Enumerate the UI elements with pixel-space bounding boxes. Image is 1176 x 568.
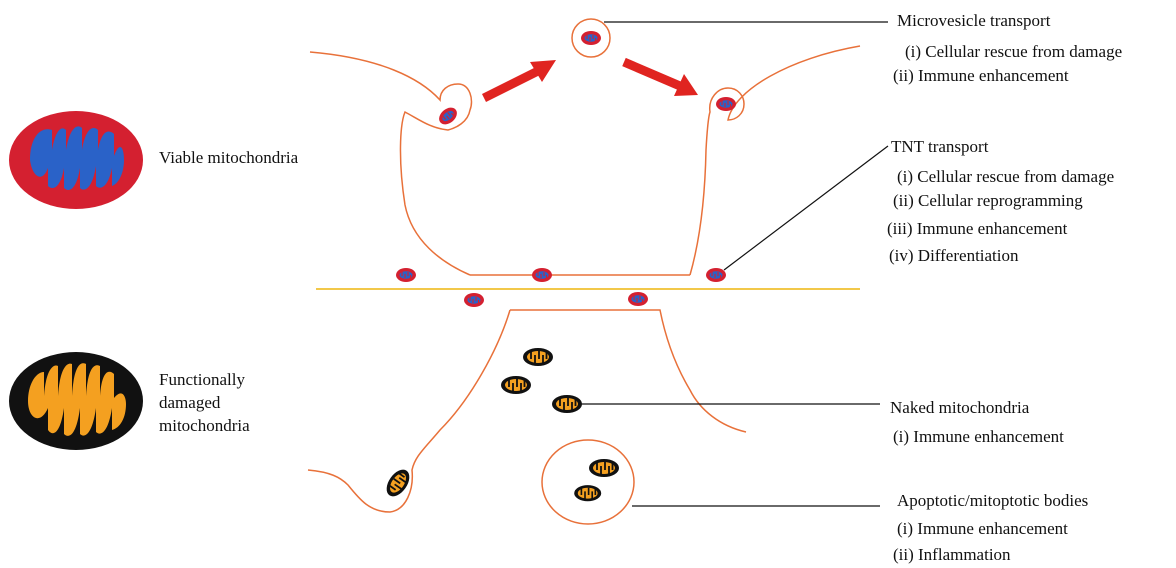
microvesicle-item: (ii) Immune enhancement (893, 66, 1069, 85)
upper-cell-membrane (309, 45, 861, 276)
apoptotic-title: Apoptotic/mitoptotic bodies (897, 491, 1089, 510)
viable-mitochondria-label: Viable mitochondria (159, 148, 299, 167)
viable-mitochondrion-icon (9, 111, 143, 209)
damaged-label-line: mitochondria (159, 416, 250, 435)
tnt-item: (i) Cellular rescue from damage (897, 167, 1115, 186)
lower-cell-membrane (307, 309, 747, 513)
vesicle-mitochondrion-right (715, 96, 737, 112)
tnt-mitochondrion (531, 267, 553, 283)
naked-mitochondrion (551, 394, 583, 414)
red-arrow-icon (622, 57, 698, 96)
apoptotic-item: (i) Immune enhancement (897, 519, 1068, 538)
tnt-mitochondrion (463, 292, 485, 308)
leader-lines (578, 21, 889, 507)
apoptotic-item: (ii) Inflammation (893, 545, 1011, 564)
tnt-mitochondrion (395, 267, 417, 283)
naked-mitochondrion (500, 375, 532, 395)
microvesicle-title: Microvesicle transport (897, 11, 1051, 30)
damaged-mitochondria-label: Functionally damaged mitochondria (159, 368, 250, 437)
naked-mitochondrion (522, 347, 554, 367)
tnt-item: (iii) Immune enhancement (887, 219, 1068, 238)
vesicle-mitochondrion-left (435, 103, 461, 129)
microvesicle (571, 18, 611, 58)
tnt-mitochondrion (705, 267, 727, 283)
damaged-mitochondrion-icon (9, 352, 143, 450)
microvesicle-item: (i) Cellular rescue from damage (905, 42, 1123, 61)
damaged-label-line: Functionally (159, 370, 245, 389)
damaged-label-line: damaged (159, 393, 221, 412)
naked-title: Naked mitochondria (890, 398, 1030, 417)
apoptotic-body (541, 439, 635, 525)
tnt-item: (ii) Cellular reprogramming (893, 191, 1083, 210)
naked-item: (i) Immune enhancement (893, 427, 1064, 446)
tnt-title: TNT transport (891, 137, 989, 156)
red-arrow-icon (481, 60, 556, 103)
tnt-mitochondrion (627, 291, 649, 307)
tnt-item: (iv) Differentiation (889, 246, 1019, 265)
